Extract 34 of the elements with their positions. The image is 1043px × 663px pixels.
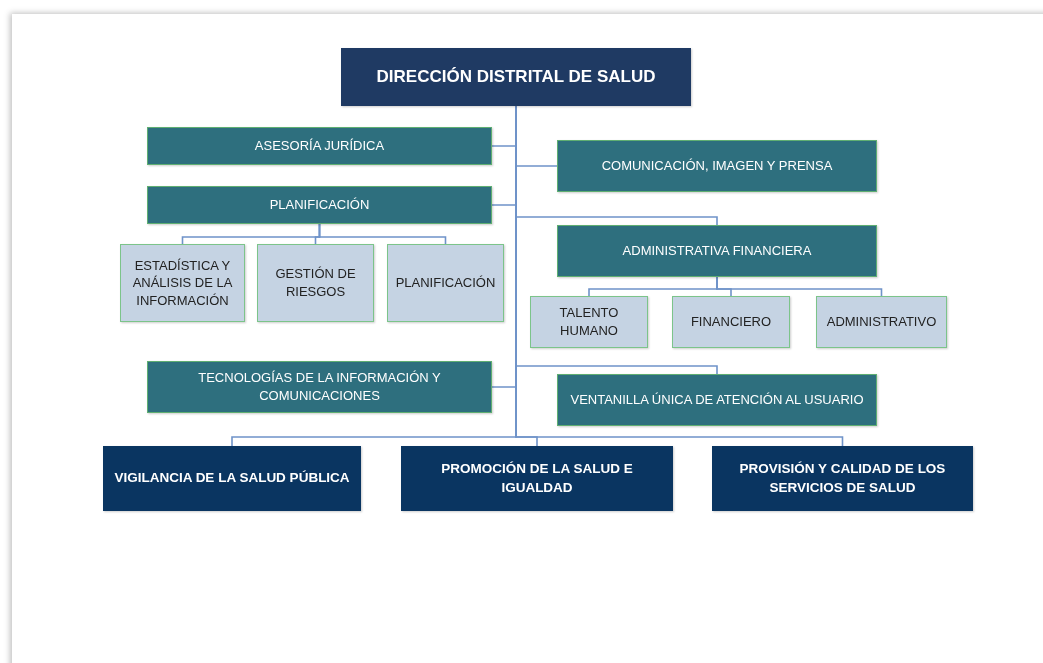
org-unit-box: [257, 244, 374, 322]
org-unit-box: [712, 446, 973, 511]
org-unit-box: [401, 446, 673, 511]
org-unit-box: [103, 446, 361, 511]
unit-name: VIGILANCIA DE LA SALUD PÚBLICA: [114, 469, 350, 488]
org-unit-box: [557, 374, 877, 426]
unit-name: ADMINISTRATIVO: [826, 313, 937, 331]
unit-name: FINANCIERO: [690, 313, 772, 331]
connector-line: [716, 276, 883, 297]
org-unit-box: [672, 296, 790, 348]
org-unit-box: [557, 140, 877, 192]
unit-name: COMUNICACIÓN, IMAGEN Y PRENSA: [601, 157, 833, 175]
unit-name: DIRECCIÓN DISTRITAL DE SALUD: [376, 65, 656, 88]
unit-name: TALENTO HUMANO: [558, 304, 620, 340]
org-unit-box: [147, 186, 492, 224]
org-unit-box: [147, 127, 492, 165]
org-unit-box: [816, 296, 947, 348]
unit-name: PROMOCIÓN DE LA SALUD E IGUALDAD: [440, 460, 634, 497]
unit-name: PLANIFICACIÓN: [269, 196, 370, 214]
org-unit-box: [557, 225, 877, 277]
org-unit-box: [341, 48, 691, 106]
unit-name: VENTANILLA ÚNICA DE ATENCIÓN AL USUARIO: [570, 391, 864, 409]
connector-line: [318, 223, 447, 245]
unit-name: ESTADÍSTICA Y ANÁLISIS DE LA INFORMACIÓN: [131, 256, 234, 310]
org-unit-box: [147, 361, 492, 413]
org-unit-box: [530, 296, 648, 348]
org-unit-box: [387, 244, 504, 322]
unit-name: PLANIFICACIÓN: [395, 274, 496, 292]
unit-name: TECNOLOGÍAS DE LA INFORMACIÓN Y COMUNICACIONES: [197, 369, 442, 405]
unit-name: ADMINISTRATIVA FINANCIERA: [622, 242, 812, 260]
unit-name: PROVISIÓN Y CALIDAD DE LOS SERVICIOS DE SALUD: [738, 460, 947, 497]
unit-name: GESTIÓN DE RIESGOS: [274, 265, 357, 301]
org-unit-box: [120, 244, 245, 322]
unit-name: ASESORÍA JURÍDICA: [254, 137, 385, 155]
